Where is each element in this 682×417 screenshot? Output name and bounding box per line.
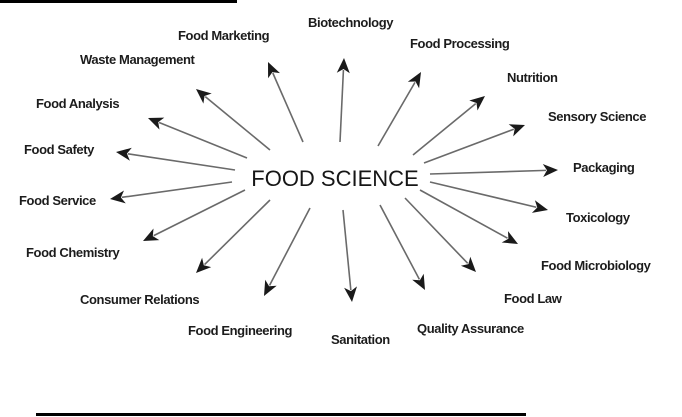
topic-label-packaging: Packaging: [573, 160, 635, 175]
arrowhead-icon: [508, 124, 525, 137]
topic-label-nutrition: Nutrition: [507, 70, 558, 85]
arrowhead-icon: [116, 147, 132, 161]
topic-label-food-chemistry: Food Chemistry: [26, 245, 121, 260]
arrow-quality-assurance: [379, 204, 425, 290]
arrow-shaft: [203, 199, 271, 266]
arrow-shaft: [377, 81, 416, 147]
topic-label-food-safety: Food Safety: [24, 142, 95, 157]
topic-label-biotechnology: Biotechnology: [308, 15, 394, 30]
arrow-sensory-science: [423, 124, 525, 164]
arrowhead-icon: [501, 231, 518, 244]
arrowhead-icon: [460, 256, 476, 272]
arrowhead-icon: [469, 96, 485, 111]
topic-label-quality-assurance: Quality Assurance: [417, 321, 524, 336]
arrow-food-service: [110, 181, 233, 204]
arrow-shaft: [268, 207, 311, 286]
topic-label-food-microbiology: Food Microbiology: [541, 258, 652, 273]
arrow-group: [110, 58, 558, 302]
arrowhead-icon: [264, 279, 277, 296]
arrow-shaft: [379, 204, 421, 280]
arrow-consumer-relations: [196, 199, 271, 273]
topic-label-food-processing: Food Processing: [410, 36, 510, 51]
topic-label-waste-management: Waste Management: [80, 52, 196, 67]
bottom-rule: [36, 413, 526, 416]
arrowhead-icon: [148, 117, 165, 130]
arrow-food-processing: [377, 72, 421, 147]
arrow-shaft: [412, 102, 477, 156]
topic-label-food-marketing: Food Marketing: [178, 28, 270, 43]
arrow-shaft: [404, 197, 469, 264]
topic-label-food-service: Food Service: [19, 193, 96, 208]
arrow-shaft: [272, 72, 304, 143]
topic-label-consumer-relations: Consumer Relations: [80, 292, 199, 307]
top-rule: [0, 0, 237, 3]
arrow-shaft: [419, 189, 508, 239]
arrow-shaft: [158, 121, 248, 159]
arrowhead-icon: [531, 200, 548, 213]
arrow-packaging: [429, 164, 558, 177]
arrow-shaft: [339, 69, 345, 143]
arrowhead-icon: [344, 286, 357, 302]
arrowhead-icon: [412, 273, 425, 290]
arrow-toxicology: [429, 181, 548, 213]
arrow-shaft: [423, 128, 515, 164]
arrow-shaft: [342, 209, 352, 291]
arrowhead-icon: [143, 228, 160, 241]
arrow-food-marketing: [268, 62, 304, 143]
arrowhead-icon: [336, 58, 350, 74]
arrow-shaft: [429, 169, 547, 175]
arrow-food-microbiology: [419, 189, 518, 244]
arrow-nutrition: [412, 96, 485, 156]
arrow-shaft: [127, 153, 236, 171]
arrowhead-icon: [407, 72, 421, 89]
arrow-shaft: [121, 181, 233, 199]
topic-label-food-engineering: Food Engineering: [188, 323, 293, 338]
arrowhead-icon: [268, 62, 280, 79]
topic-label-sensory-science: Sensory Science: [548, 109, 646, 124]
arrow-biotechnology: [336, 58, 350, 143]
arrow-food-chemistry: [143, 189, 246, 241]
arrowhead-icon: [196, 257, 212, 273]
center-topic-label: FOOD SCIENCE: [251, 166, 418, 191]
arrow-food-analysis: [148, 117, 248, 159]
arrow-food-law: [404, 197, 476, 272]
arrowhead-icon: [542, 164, 558, 177]
arrow-food-safety: [116, 147, 236, 171]
topic-label-toxicology: Toxicology: [566, 210, 631, 225]
arrow-food-engineering: [264, 207, 311, 296]
arrow-shaft: [429, 181, 537, 209]
topic-label-food-analysis: Food Analysis: [36, 96, 119, 111]
arrow-shaft: [153, 189, 246, 237]
topic-label-food-law: Food Law: [504, 291, 563, 306]
topic-label-sanitation: Sanitation: [331, 332, 390, 347]
arrow-shaft: [204, 96, 271, 151]
arrowhead-icon: [196, 89, 212, 104]
arrowhead-icon: [110, 190, 126, 204]
arrow-sanitation: [342, 209, 357, 302]
arrow-waste-management: [196, 89, 271, 151]
